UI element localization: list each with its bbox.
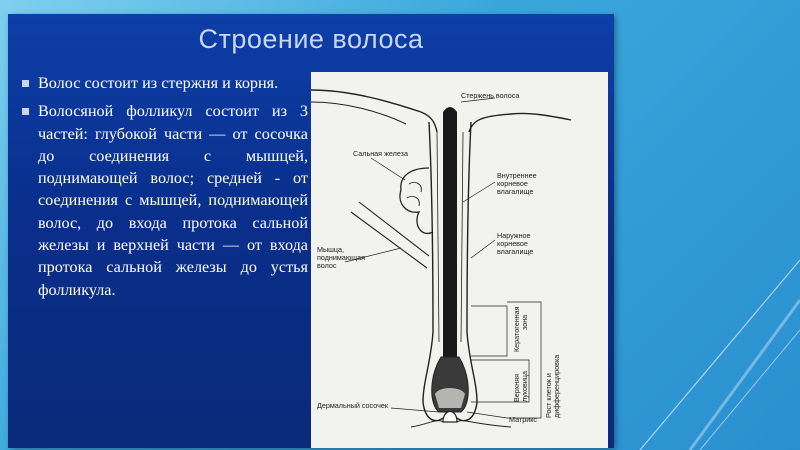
label-upper-bulb-2: луковица (520, 371, 529, 402)
label-muscle-3: волос (317, 261, 337, 270)
label-muscle-2: поднимающая (317, 253, 365, 262)
bullet-text: Волосяной фолликул состоит из 3 частей: … (38, 102, 308, 299)
label-muscle-1: Мышца, (317, 245, 344, 254)
hair-structure-diagram: Стержень волоса Сальная железа Внутренне… (311, 72, 608, 448)
label-upper-bulb-1: Верхняя (512, 374, 521, 402)
label-sebaceous-gland: Сальная железа (353, 149, 408, 158)
sebaceous-gland-shape (399, 167, 434, 235)
arrector-muscle-shape (350, 201, 430, 269)
label-inner-sheath-2: корневое (497, 179, 528, 188)
label-outer-sheath-1: Наружное (497, 231, 531, 240)
label-growth-2: дифференцировка (552, 355, 561, 418)
label-growth-1: Рост клеток и (544, 373, 553, 418)
hair-diagram-svg: Стержень волоса Сальная железа Внутренне… (311, 89, 572, 428)
bullet-list: Волос состоит из стержня и корня. Волося… (22, 72, 308, 307)
bullet-item: Волосяной фолликул состоит из 3 частей: … (22, 100, 308, 301)
label-outer-sheath-2: корневое (497, 239, 528, 248)
label-inner-sheath-3: влагалище (497, 187, 533, 196)
label-matrix: Матрикс (509, 415, 537, 424)
bullet-square-icon (22, 80, 29, 87)
slide: Строение волоса Волос состоит из стержня… (8, 14, 614, 448)
label-hair-shaft: Стержень волоса (461, 91, 519, 100)
slide-title: Строение волоса (198, 24, 424, 54)
label-dermal-papilla: Дермальный сосочек (317, 401, 389, 410)
dermal-papilla-shape (442, 410, 458, 423)
bullet-square-icon (22, 108, 29, 116)
label-keratogenous-zone-1: Кератогенная (512, 306, 521, 352)
label-outer-sheath-3: влагалище (497, 247, 533, 256)
label-inner-sheath-1: Внутреннее (497, 171, 537, 180)
label-keratogenous-zone-2: зона (520, 315, 529, 330)
bullet-item: Волос состоит из стержня и корня. (22, 72, 308, 94)
hair-shaft-shape (443, 107, 457, 372)
bullet-text: Волос состоит из стержня и корня. (38, 74, 279, 92)
